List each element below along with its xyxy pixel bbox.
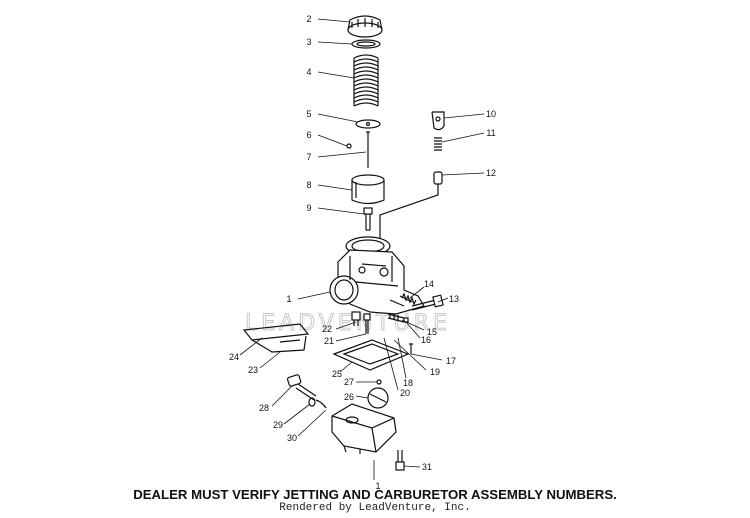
part-1-float-bowl bbox=[331, 403, 397, 454]
callout-20: 20 bbox=[400, 388, 410, 398]
callout-8: 8 bbox=[306, 180, 311, 190]
callout-24: 24 bbox=[229, 352, 239, 362]
part-31-screw bbox=[395, 450, 405, 471]
callout-10: 10 bbox=[486, 109, 496, 119]
part-3-ring bbox=[351, 39, 381, 49]
callout-11: 11 bbox=[486, 128, 495, 138]
watermark-text: LEADVENTURE bbox=[245, 311, 451, 336]
part-25-gasket bbox=[332, 339, 410, 371]
part-11-spring bbox=[434, 137, 442, 151]
part-6-clip bbox=[346, 143, 352, 149]
part-14-spring bbox=[401, 292, 417, 306]
part-24-bracket bbox=[242, 323, 310, 353]
part-28-drain-bolt bbox=[286, 374, 317, 401]
part-13-screw bbox=[411, 294, 444, 311]
part-2-cap bbox=[347, 15, 383, 38]
callout-31: 31 bbox=[422, 462, 432, 472]
callout-18: 18 bbox=[403, 378, 413, 388]
callout-25: 25 bbox=[332, 369, 342, 379]
callout-2: 2 bbox=[306, 14, 311, 24]
callout-1-bowl: 1 bbox=[375, 481, 380, 491]
callout-5: 5 bbox=[306, 109, 311, 119]
part-15-pilot-screw bbox=[387, 313, 405, 323]
part-17-pin bbox=[409, 343, 413, 354]
part-26-float bbox=[367, 387, 389, 409]
caption-text: DEALER MUST VERIFY JETTING AND CARBURETO… bbox=[133, 487, 617, 502]
callout-22: 22 bbox=[322, 324, 332, 334]
callout-13: 13 bbox=[449, 294, 459, 304]
callout-6: 6 bbox=[306, 130, 311, 140]
part-21-pilot-jet bbox=[363, 313, 371, 334]
callout-3: 3 bbox=[306, 37, 311, 47]
callout-21: 21 bbox=[324, 336, 334, 346]
credit-text: Rendered by LeadVenture, Inc. bbox=[279, 502, 471, 514]
callout-9: 9 bbox=[306, 203, 311, 213]
callout-29: 29 bbox=[273, 420, 283, 430]
callout-28: 28 bbox=[259, 403, 269, 413]
callout-17: 17 bbox=[446, 356, 456, 366]
callout-30: 30 bbox=[287, 433, 297, 443]
callout-15: 15 bbox=[427, 327, 437, 337]
callout-labels: 2 3 4 5 6 7 8 9 1 10 11 12 13 14 15 16 1… bbox=[229, 14, 496, 491]
callout-1: 1 bbox=[286, 294, 291, 304]
part-27-needle-valve bbox=[376, 379, 382, 385]
part-5-plate bbox=[355, 119, 381, 129]
callout-23: 23 bbox=[248, 365, 258, 375]
callout-27: 27 bbox=[344, 377, 354, 387]
part-4-spring bbox=[353, 54, 379, 107]
part-30-tube bbox=[315, 399, 327, 409]
callout-26: 26 bbox=[344, 392, 354, 402]
part-12-plunger bbox=[379, 171, 443, 250]
callout-leaders bbox=[239, 18, 485, 480]
part-9-needle-jet bbox=[363, 207, 373, 231]
callout-12: 12 bbox=[486, 168, 496, 178]
callout-16: 16 bbox=[421, 335, 431, 345]
callout-14: 14 bbox=[424, 279, 434, 289]
part-29-washer bbox=[308, 397, 316, 407]
part-7-needle bbox=[366, 131, 370, 168]
callout-7: 7 bbox=[306, 152, 311, 162]
callout-19: 19 bbox=[430, 367, 440, 377]
part-8-throttle-slide bbox=[351, 174, 385, 205]
part-10-elbow bbox=[431, 111, 445, 131]
callout-4: 4 bbox=[306, 67, 311, 77]
